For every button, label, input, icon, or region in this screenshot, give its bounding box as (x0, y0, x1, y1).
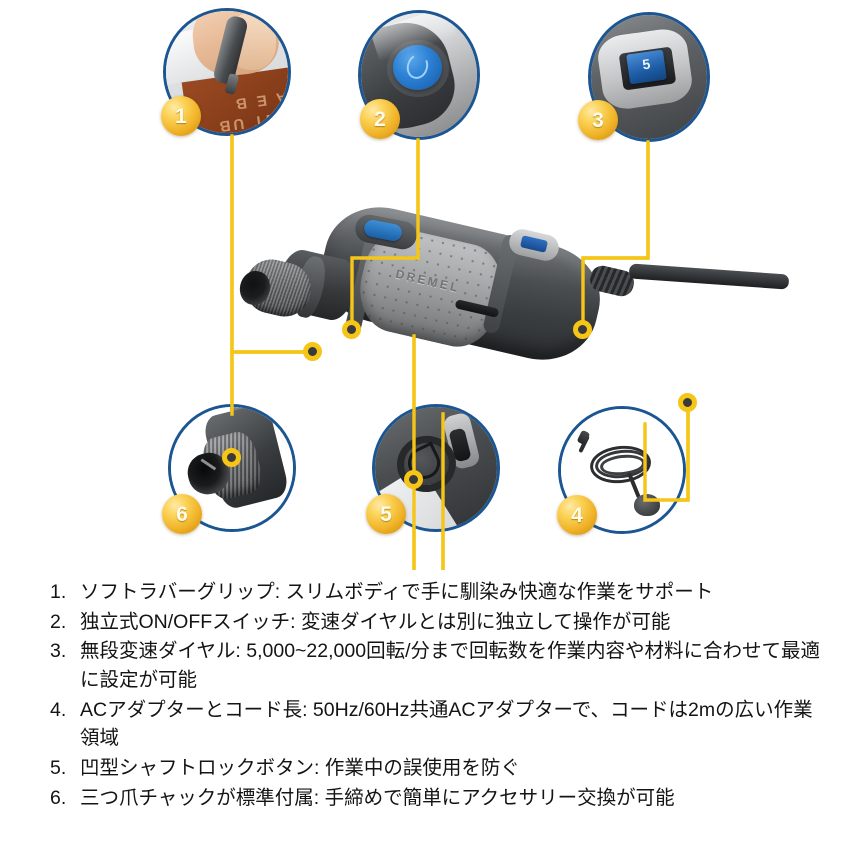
badge-6-number: 6 (176, 502, 188, 526)
badge-5-number: 5 (380, 502, 392, 526)
badge-2-number: 2 (374, 107, 386, 131)
feature-item-5: 凹型シャフトロックボタン: 作業中の誤使用を防ぐ (50, 754, 520, 782)
badge-3-number: 3 (592, 108, 604, 132)
feature-list: ソフトラバーグリップ: スリムボディで手に馴染み快適な作業をサポート 独立式ON… (50, 578, 822, 812)
feature-item-2: 独立式ON/OFFスイッチ: 変速ダイヤルとは別に独立して操作が可能 (50, 608, 671, 636)
badge-1-number: 1 (175, 104, 187, 128)
badge-4-number: 4 (571, 503, 583, 527)
anchor-ring-1 (303, 342, 322, 361)
anchor-ring-2 (342, 320, 361, 339)
badge-6: 6 (162, 494, 202, 534)
badge-3: 3 (578, 100, 618, 140)
feature-item-1: ソフトラバーグリップ: スリムボディで手に馴染み快適な作業をサポート (50, 578, 714, 606)
anchor-ring-5 (404, 470, 423, 489)
speed-dial-number: 5 (641, 56, 652, 74)
badge-4: 4 (557, 495, 597, 535)
ac-adapter-icon (634, 494, 661, 517)
anchor-ring-4 (678, 393, 697, 412)
anchor-ring-6 (222, 448, 241, 467)
callout-circle-2 (358, 10, 480, 140)
feature-item-6: 三つ爪チャックが標準付属: 手締めで簡単にアクセサリー交換が可能 (50, 784, 675, 812)
feature-item-3: 無段変速ダイヤル: 5,000~22,000回転/分まで回転数を作業内容や材料に… (50, 637, 820, 691)
anchor-ring-3 (573, 320, 592, 339)
feature-list-section: ソフトラバーグリップ: スリムボディで手に馴染み快適な作業をサポート 独立式ON… (0, 578, 850, 813)
badge-5: 5 (366, 494, 406, 534)
feature-item-4: ACアダプターとコード長: 50Hz/60Hz共通ACアダプターで、コードは2m… (50, 696, 813, 750)
badge-2: 2 (360, 99, 400, 139)
badge-1: 1 (161, 96, 201, 136)
